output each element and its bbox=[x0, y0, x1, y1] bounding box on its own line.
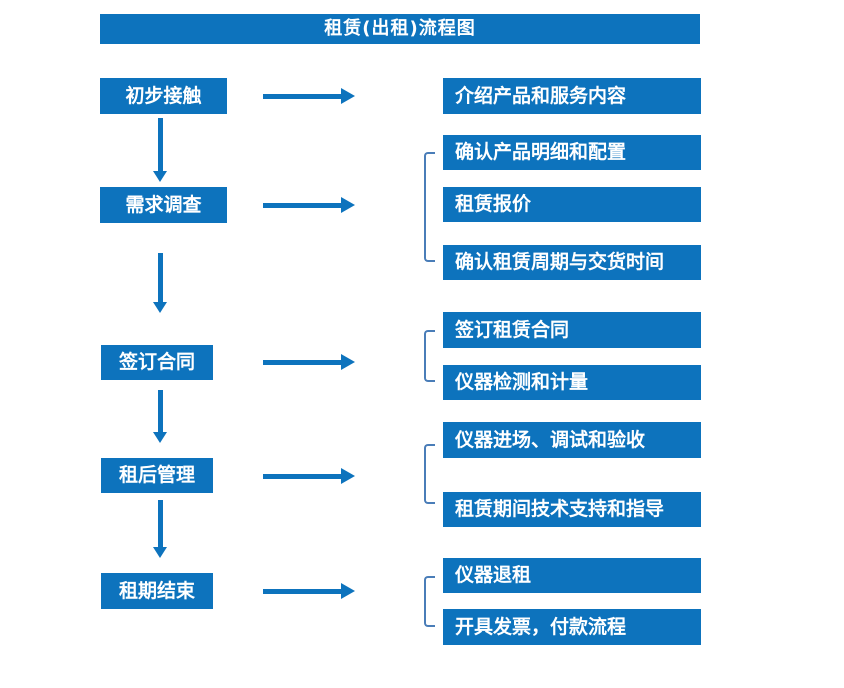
arrow-right-icon bbox=[263, 197, 355, 213]
arrow-shaft bbox=[263, 589, 341, 594]
step-box-rental-end: 租期结束 bbox=[101, 573, 213, 609]
arrow-shaft bbox=[263, 94, 341, 99]
step-box-demand-survey: 需求调查 bbox=[100, 187, 227, 223]
output-box-instrument-entry-acceptance: 仪器进场、调试和验收 bbox=[443, 422, 701, 458]
arrow-head bbox=[341, 354, 355, 370]
output-box-invoice-payment: 开具发票，付款流程 bbox=[443, 609, 701, 645]
flowchart-title: 租赁(出租)流程图 bbox=[100, 14, 700, 44]
arrow-right-icon bbox=[263, 468, 355, 484]
output-box-confirm-rental-period: 确认租赁周期与交货时间 bbox=[443, 245, 701, 280]
arrow-shaft bbox=[263, 360, 341, 365]
arrow-down-icon bbox=[153, 118, 167, 182]
output-box-instrument-return: 仪器退租 bbox=[443, 558, 701, 593]
output-box-sign-rental-contract: 签订租赁合同 bbox=[443, 312, 701, 348]
arrow-shaft bbox=[263, 474, 341, 479]
step-box-initial-contact: 初步接触 bbox=[100, 78, 227, 114]
arrow-down-icon bbox=[153, 253, 167, 313]
arrow-head bbox=[341, 583, 355, 599]
arrow-head bbox=[153, 171, 167, 182]
group-bracket bbox=[424, 576, 435, 627]
arrow-head bbox=[153, 302, 167, 313]
arrow-right-icon bbox=[263, 583, 355, 599]
arrow-shaft bbox=[158, 500, 163, 547]
arrow-down-icon bbox=[153, 390, 167, 443]
step-box-post-rental-management: 租后管理 bbox=[101, 458, 213, 493]
step-box-sign-contract: 签订合同 bbox=[101, 345, 213, 380]
arrow-head bbox=[341, 468, 355, 484]
arrow-shaft bbox=[263, 203, 341, 208]
output-box-introduce-products: 介绍产品和服务内容 bbox=[443, 78, 701, 114]
arrow-down-icon bbox=[153, 500, 167, 558]
output-box-rental-quotation: 租赁报价 bbox=[443, 187, 701, 222]
group-bracket bbox=[424, 444, 435, 504]
arrow-head bbox=[341, 88, 355, 104]
arrow-right-icon bbox=[263, 88, 355, 104]
group-bracket bbox=[424, 152, 435, 262]
arrow-right-icon bbox=[263, 354, 355, 370]
arrow-head bbox=[153, 547, 167, 558]
group-bracket bbox=[424, 330, 435, 382]
output-box-instrument-testing: 仪器检测和计量 bbox=[443, 365, 701, 400]
arrow-shaft bbox=[158, 390, 163, 432]
arrow-shaft bbox=[158, 118, 163, 171]
output-box-technical-support: 租赁期间技术支持和指导 bbox=[443, 492, 701, 527]
output-box-confirm-product-details: 确认产品明细和配置 bbox=[443, 135, 701, 170]
arrow-head bbox=[341, 197, 355, 213]
arrow-head bbox=[153, 432, 167, 443]
arrow-shaft bbox=[158, 253, 163, 302]
